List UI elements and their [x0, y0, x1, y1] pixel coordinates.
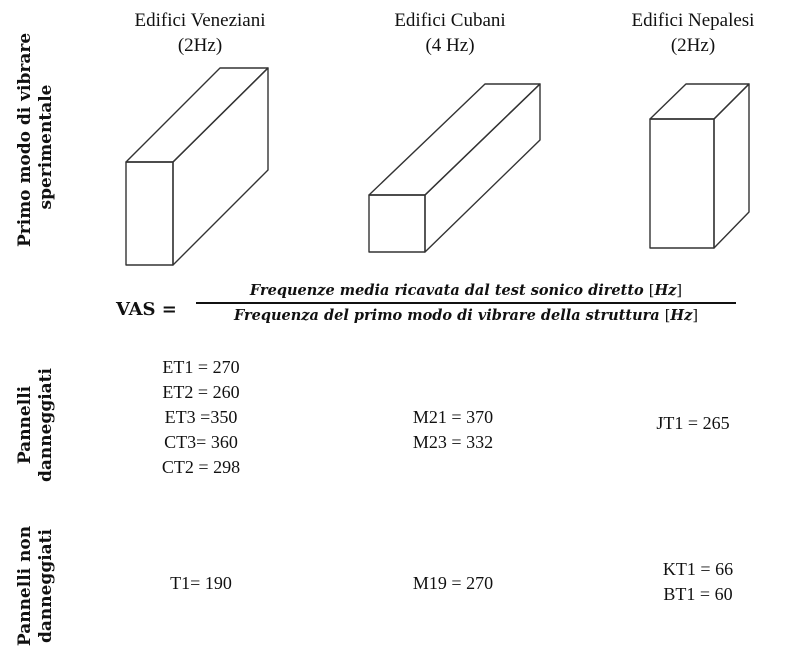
veneziani-block [125, 67, 269, 266]
damaged-cubani-values: M21 = 370 M23 = 332 [353, 405, 553, 455]
value-line: T1= 190 [170, 573, 232, 593]
row-label-line: danneggiati [36, 368, 56, 482]
value-line: M21 = 370 [412, 407, 494, 427]
damaged-nepalesi-values: JT1 = 265 [593, 411, 793, 436]
value-line: M23 = 332 [412, 432, 494, 452]
value-line: ET2 = 260 [162, 382, 240, 402]
formula-numerator: Frequenze media ricavata dal test sonico… [196, 282, 736, 302]
damaged-veneziani-values: ET1 = 270 ET2 = 260 ET3 =350 CT3= 360 CT… [101, 355, 301, 480]
row-label-undamaged: Pannelli non danneggiati [15, 511, 61, 661]
column-header-cubani: Edifici Cubani (4 Hz) [350, 8, 550, 58]
column-title: Edifici Nepalesi [631, 10, 755, 31]
column-title: Edifici Cubani [394, 10, 506, 31]
undamaged-cubani-values: M19 = 270 [353, 571, 553, 596]
row-label-damaged: Pannelli danneggiati [15, 365, 61, 485]
nepalesi-block [649, 83, 750, 249]
value-line: BT1 = 60 [663, 584, 733, 604]
column-header-nepalesi: Edifici Nepalesi (2Hz) [593, 8, 793, 58]
value-line: CT3= 360 [164, 432, 238, 452]
vas-formula: VAS = Frequenze media ricavata dal test … [116, 282, 736, 342]
value-line: M19 = 270 [412, 573, 494, 593]
numerator-unit: [Hz] [648, 282, 683, 299]
denominator-unit: [Hz] [664, 306, 699, 324]
value-line: JT1 = 265 [656, 413, 730, 433]
value-line: KT1 = 66 [662, 559, 734, 579]
numerator-text: Frequenze media ricavata dal test sonico… [249, 282, 644, 299]
fraction-bar [196, 302, 736, 304]
column-frequency: (4 Hz) [425, 35, 475, 56]
row-label-line: danneggiati [36, 529, 56, 643]
column-header-veneziani: Edifici Veneziani (2Hz) [100, 8, 300, 58]
column-frequency: (2Hz) [177, 35, 223, 56]
cubani-block [368, 83, 541, 253]
column-title: Edifici Veneziani [134, 10, 266, 31]
undamaged-nepalesi-values: KT1 = 66 BT1 = 60 [598, 557, 794, 607]
value-line: CT2 = 298 [161, 457, 241, 477]
denominator-text: Frequenza del primo modo di vibrare dell… [233, 306, 660, 324]
column-frequency: (2Hz) [670, 35, 716, 56]
building-diagrams [125, 67, 750, 266]
row-label-line: Pannelli [15, 385, 35, 465]
vas-fraction: Frequenze media ricavata dal test sonico… [196, 282, 736, 324]
vas-label: VAS = [116, 299, 177, 320]
formula-denominator: Frequenza del primo modo di vibrare dell… [196, 304, 736, 324]
value-line: ET1 = 270 [162, 357, 240, 377]
undamaged-veneziani-values: T1= 190 [101, 571, 301, 596]
row-label-line: Pannelli non [15, 525, 35, 647]
value-line: ET3 =350 [164, 407, 238, 427]
